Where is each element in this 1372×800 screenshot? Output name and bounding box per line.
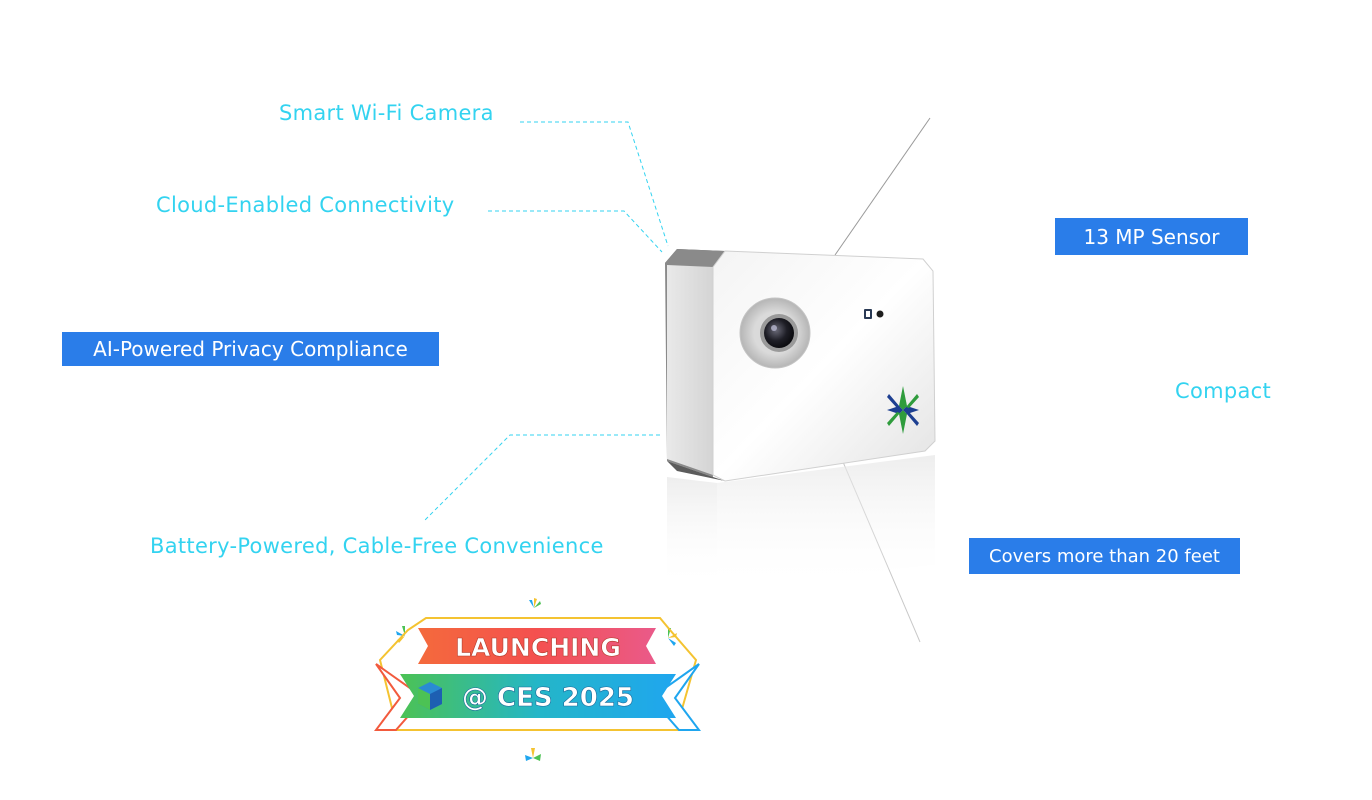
feature-coverage: Covers more than 20 feet	[969, 538, 1240, 574]
feature-cloud: Cloud-Enabled Connectivity	[156, 193, 455, 217]
leader-battery	[424, 434, 660, 521]
feature-ai-privacy: AI-Powered Privacy Compliance	[62, 332, 439, 366]
badge-bottom-band	[400, 674, 676, 718]
sparkle-bottom	[525, 748, 541, 761]
feature-battery: Battery-Powered, Cable-Free Convenience	[150, 534, 604, 558]
brand-logo	[887, 386, 919, 434]
ces-launch-badge: LAUNCHING @ CES 2025	[374, 598, 701, 761]
camera-product-image	[665, 249, 936, 590]
leader-sensor	[834, 117, 931, 256]
leader-smart-wifi	[520, 121, 669, 247]
badge-top-band	[418, 628, 656, 664]
feature-smart-wifi: Smart Wi-Fi Camera	[279, 101, 494, 125]
feature-compact: Compact	[1175, 379, 1272, 403]
badge-line1: LAUNCHING	[455, 633, 621, 662]
leader-cloud	[488, 210, 663, 253]
cube-icon	[418, 682, 442, 710]
sparkle-top	[529, 598, 541, 608]
badge-line2: @ CES 2025	[462, 683, 634, 713]
feature-sensor: 13 MP Sensor	[1055, 218, 1248, 255]
